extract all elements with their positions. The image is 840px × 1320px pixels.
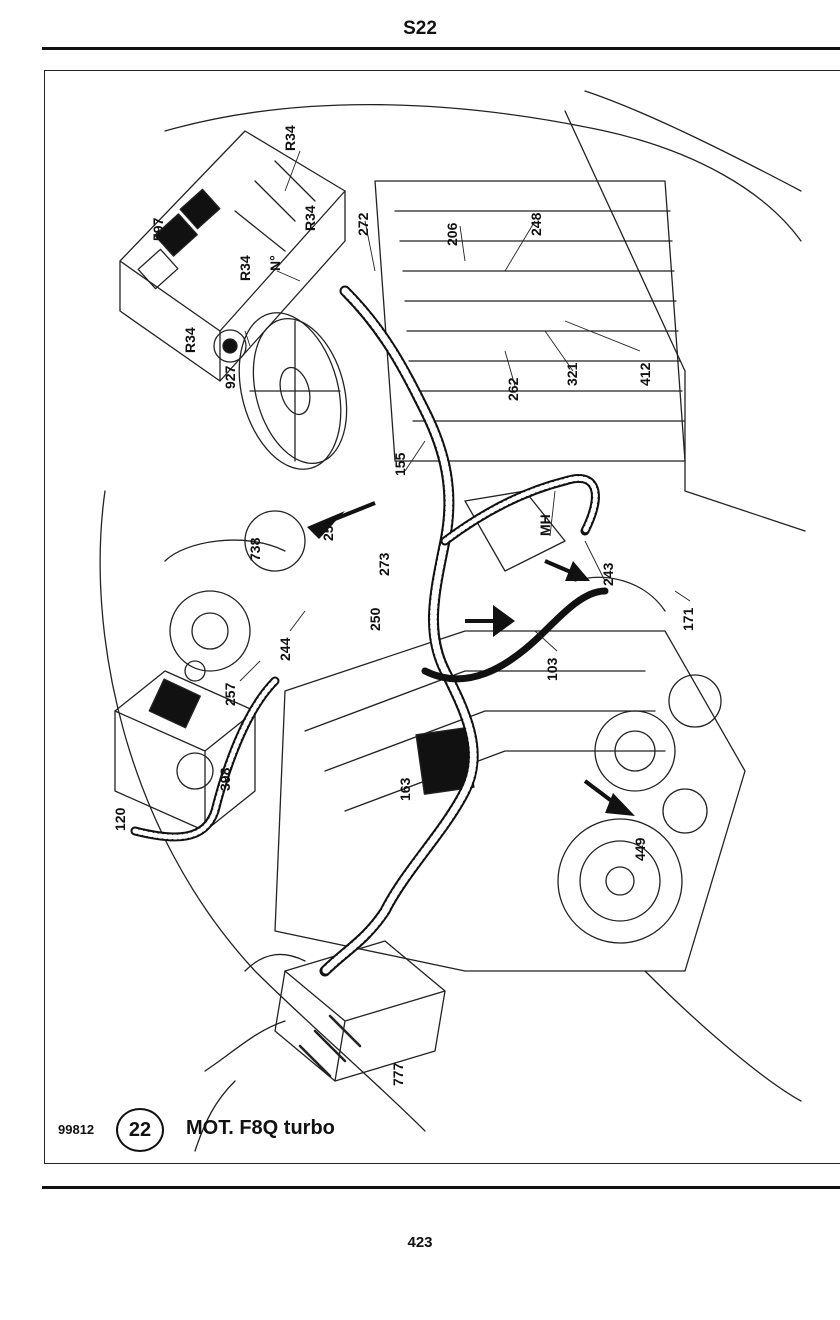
- callout-label-244: 244: [277, 637, 293, 661]
- engine-block: [274, 490, 746, 972]
- arrow-stem: [544, 559, 574, 575]
- callout-label-120: 120: [112, 807, 128, 831]
- callout-label-257: 257: [222, 682, 238, 706]
- body-outline: [644, 970, 802, 1102]
- page-header-title: S22: [403, 18, 437, 39]
- callout-label-163: 163: [397, 777, 413, 801]
- callout-label-mh: MH: [537, 514, 553, 536]
- section-badge: 22: [116, 1108, 164, 1152]
- callout-label-r34-b: R34: [302, 205, 318, 231]
- bottom-rule: [42, 1186, 840, 1189]
- fuse-box-597: [119, 130, 346, 382]
- radiator-grille: [374, 180, 686, 462]
- arrow: [565, 561, 590, 581]
- callout-label-251: 251: [320, 517, 336, 541]
- wiring-harness: [440, 474, 600, 546]
- callout-label-777: 777: [390, 1062, 406, 1086]
- callout-label-243: 243: [600, 562, 616, 586]
- hose: [194, 1080, 236, 1152]
- callout-label-r34-c: R34: [237, 255, 253, 281]
- air-filter-155: [238, 312, 348, 470]
- callout-label-321: 321: [564, 362, 580, 386]
- turbocharger: [164, 510, 306, 682]
- figure-reference-number: 99812: [58, 1122, 95, 1137]
- page-number: 423: [407, 1234, 433, 1251]
- callout-label-738: 738: [247, 537, 263, 561]
- body-outline: [584, 90, 802, 192]
- callout-label-250: 250: [367, 607, 383, 631]
- arrow-stem: [329, 501, 376, 523]
- callout-label-103: 103: [544, 657, 560, 681]
- callout-label-927: 927: [222, 365, 238, 389]
- ecu-box-398: [114, 670, 256, 832]
- callout-label-272: 272: [355, 212, 371, 236]
- callout-label-398: 398: [217, 767, 233, 791]
- callout-label-155: 155: [392, 452, 408, 476]
- callout-label-449: 449: [632, 837, 648, 861]
- callout-label-597: 597: [150, 217, 166, 241]
- engine-caption: MOT. F8Q turbo: [186, 1117, 335, 1139]
- engine-wiring-diagram: 597R34R34R34R34N°92727220624841232126215…: [99, 90, 806, 1152]
- callout-label-171: 171: [680, 607, 696, 631]
- callout-label-262: 262: [505, 377, 521, 401]
- callout-label-273: 273: [376, 552, 392, 576]
- hose: [244, 953, 306, 972]
- callout-label-n: N°: [267, 255, 283, 271]
- wiring-harness: [321, 287, 477, 975]
- callout-label-r34-d: R34: [182, 327, 198, 353]
- arrow: [493, 605, 515, 637]
- callout-label-412: 412: [637, 362, 653, 386]
- relay-927: [213, 329, 247, 363]
- hose: [204, 1020, 286, 1072]
- arrow: [605, 793, 635, 816]
- callout-label-r34-a: R34: [282, 125, 298, 151]
- body-outline: [99, 490, 426, 1132]
- wiring-harness: [442, 476, 598, 544]
- wiring-harness: [319, 285, 479, 977]
- callout-label-248: 248: [528, 212, 544, 236]
- arrow-stem: [583, 779, 619, 807]
- wiring-harness: [421, 587, 609, 683]
- body-outline: [164, 103, 802, 242]
- wiring-harness: [132, 678, 278, 840]
- callout-label-206: 206: [444, 222, 460, 246]
- ecu-777: [274, 940, 446, 1082]
- top-rule: [42, 47, 840, 50]
